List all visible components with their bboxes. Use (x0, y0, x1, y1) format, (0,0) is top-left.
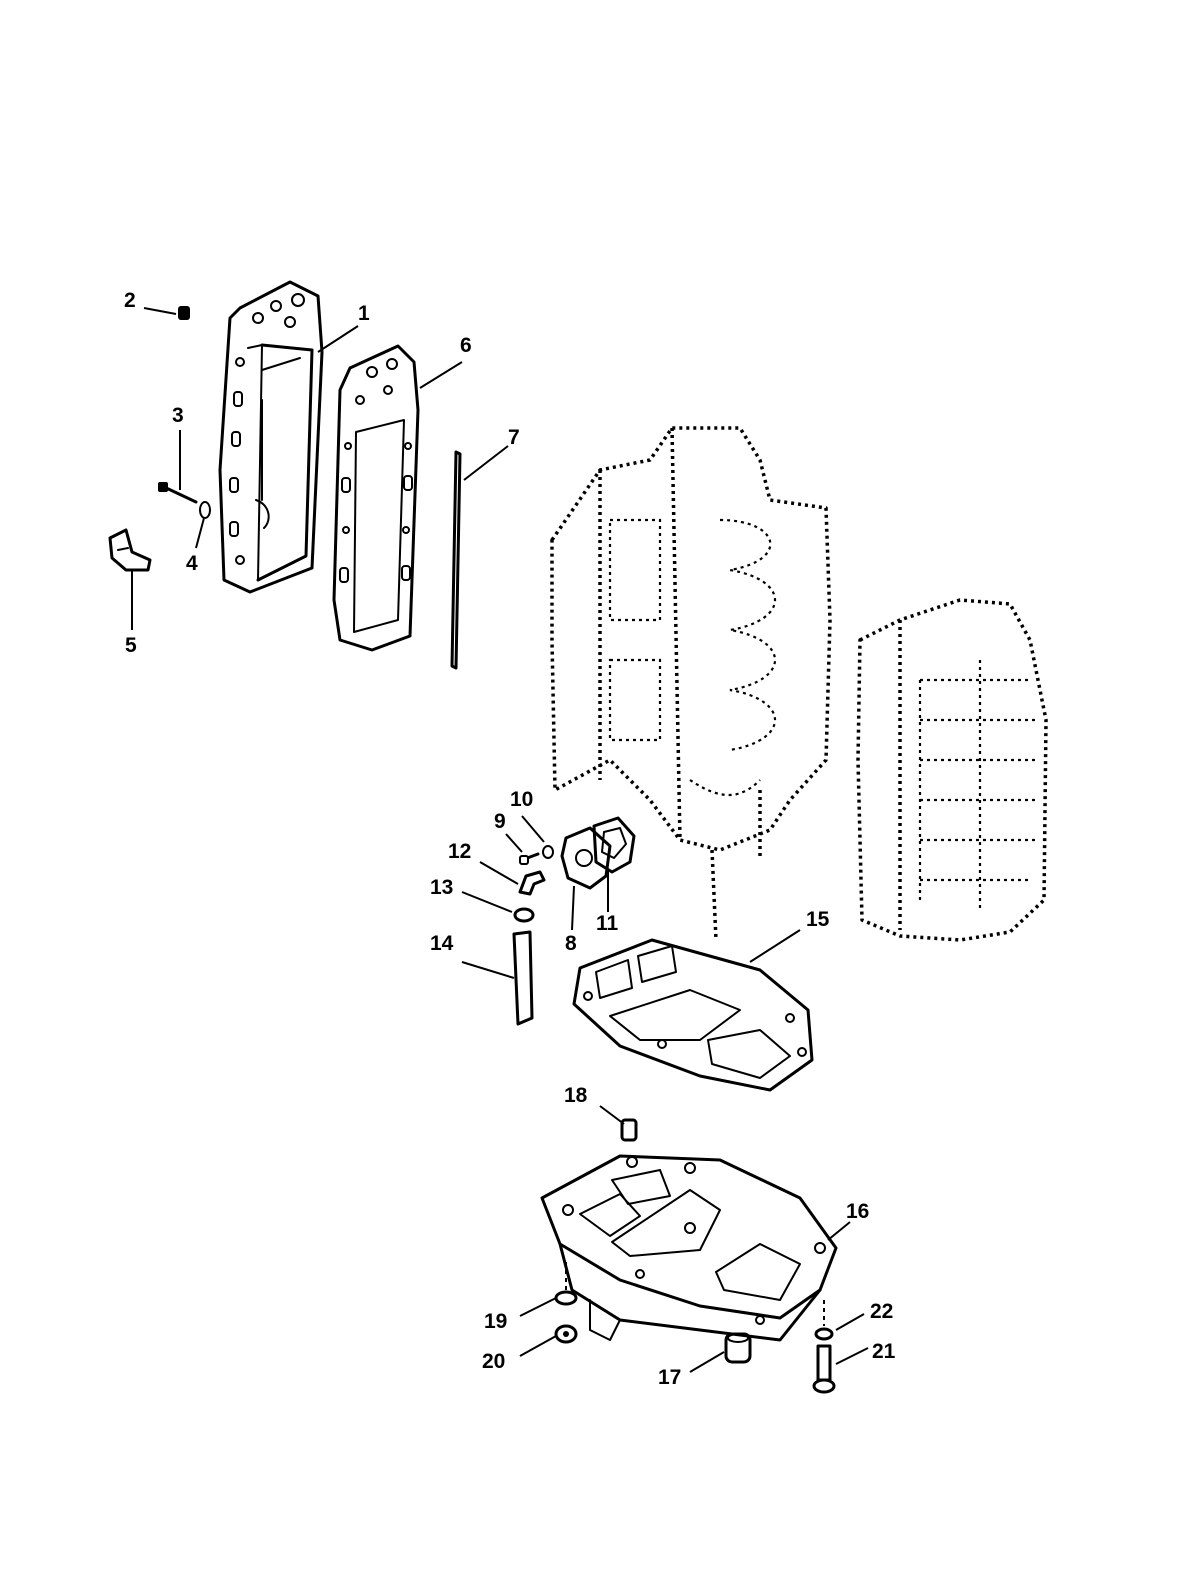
callout-12: 12 (448, 840, 471, 863)
part-2-plug (178, 306, 190, 320)
callout-6: 6 (460, 334, 472, 357)
callout-20: 20 (482, 1350, 505, 1373)
part-14-hose (512, 930, 534, 1026)
callout-13: 13 (430, 876, 453, 899)
part-9-screw (519, 852, 540, 865)
callout-17: 17 (658, 1366, 681, 1389)
callout-7: 7 (508, 426, 520, 449)
part-6-gasket (332, 344, 420, 652)
part-22-lock-washer (814, 1327, 834, 1341)
part-1-exhaust-cover (218, 280, 324, 594)
part-10-washer (542, 845, 554, 859)
callout-14: 14 (430, 932, 454, 955)
callout-18: 18 (564, 1084, 588, 1107)
callout-9: 9 (494, 810, 506, 833)
part-12-elbow-fitting (518, 870, 546, 896)
callout-10: 10 (510, 788, 533, 811)
callout-22: 22 (870, 1300, 893, 1323)
callout-8: 8 (565, 932, 577, 955)
callout-15: 15 (806, 908, 830, 931)
part-20-nut (554, 1324, 578, 1344)
part-17-bushing (724, 1332, 752, 1364)
part-16-adapter-plate (540, 1154, 838, 1342)
callout-19: 19 (484, 1310, 507, 1333)
callout-5: 5 (125, 634, 137, 657)
callout-11: 11 (596, 912, 619, 935)
part-15-adapter-gasket (572, 938, 814, 1092)
powerhead-block-reference (550, 426, 832, 941)
part-5-bracket (108, 528, 152, 572)
callout-3: 3 (172, 404, 184, 427)
part-13-clamp (513, 907, 535, 923)
callout-21: 21 (872, 1340, 896, 1363)
callout-2: 2 (124, 289, 136, 312)
part-7-seal-strip (450, 450, 462, 670)
leader-lines (131, 307, 869, 1373)
crankcase-block-reference (856, 598, 1048, 942)
callout-4: 4 (186, 552, 198, 575)
callout-labels: 1 2 3 4 5 6 7 8 9 10 11 12 13 14 15 16 1… (124, 289, 896, 1389)
callout-1: 1 (358, 302, 370, 325)
part-21-bolt (812, 1344, 836, 1394)
part-3-screw (158, 482, 198, 504)
callout-16: 16 (846, 1200, 869, 1223)
part-11-gasket (592, 816, 636, 874)
part-4-washer (199, 501, 211, 519)
part-18-dowel-pin (620, 1118, 638, 1142)
part-19-washer (554, 1290, 578, 1306)
